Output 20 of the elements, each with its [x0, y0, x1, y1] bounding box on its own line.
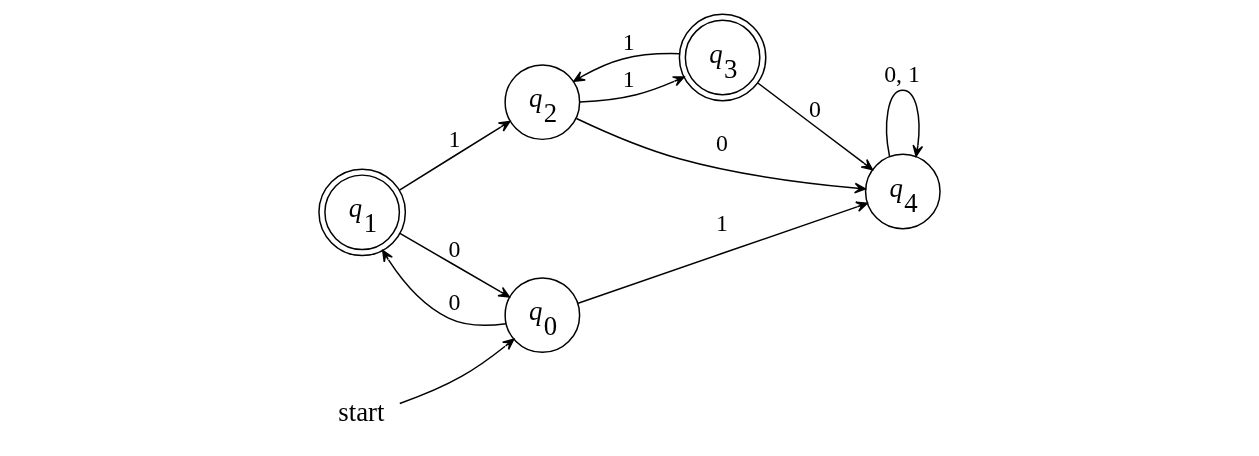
edge-label: 0	[715, 130, 728, 156]
edge-label: 1	[715, 210, 728, 237]
edge-label: 0, 1	[884, 61, 920, 88]
arrow	[573, 52, 681, 82]
edge-label: 1	[622, 28, 635, 55]
arrow	[757, 82, 874, 171]
arrow	[885, 89, 924, 157]
edge-label: 1	[622, 65, 635, 92]
edge-label: 0	[448, 235, 461, 262]
arrow	[575, 117, 867, 194]
edge-label: 0	[808, 95, 821, 122]
edge-label: 1	[448, 125, 461, 152]
edge-label: 0	[448, 289, 461, 316]
arrow	[399, 338, 515, 405]
node-text: start	[338, 397, 385, 428]
arrow	[577, 201, 868, 304]
arrow	[399, 232, 511, 298]
arrow	[398, 120, 511, 191]
arrow	[579, 76, 685, 103]
arrow	[382, 249, 507, 326]
